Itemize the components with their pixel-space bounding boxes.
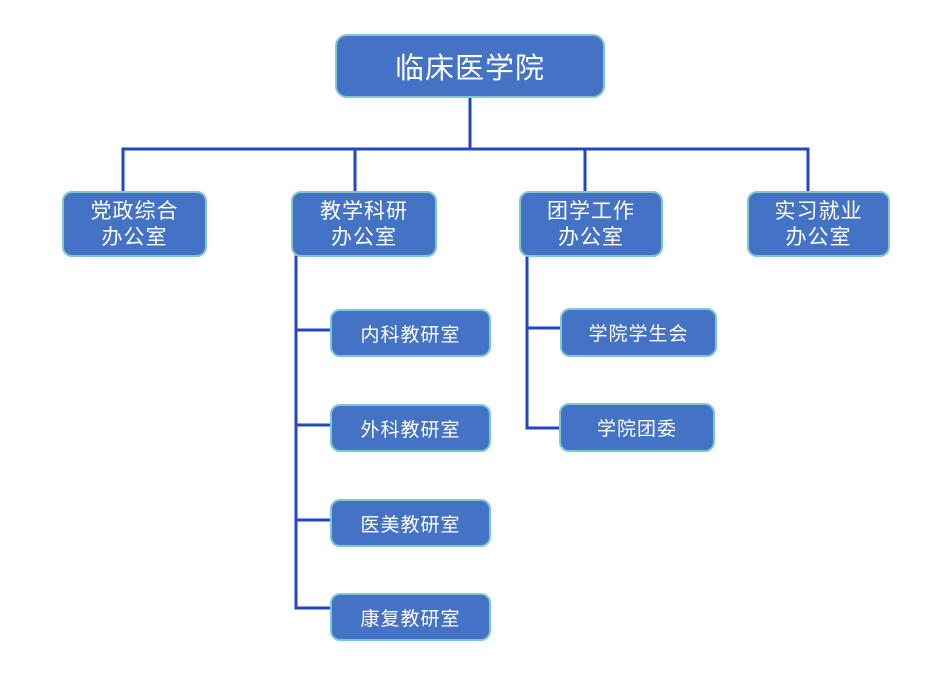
node-internal-medicine-dept[interactable]: 内科教研室 (330, 309, 491, 357)
node-league-student-office[interactable]: 团学工作 办公室 (519, 191, 663, 257)
node-surgery-dept[interactable]: 外科教研室 (330, 404, 491, 452)
node-clinical-medical-college[interactable]: 临床医学院 (335, 34, 605, 98)
node-medical-aesthetics-dept[interactable]: 医美教研室 (330, 499, 491, 547)
node-party-admin-office[interactable]: 党政综合 办公室 (62, 191, 207, 257)
node-student-union[interactable]: 学院学生会 (560, 308, 717, 357)
node-teaching-research-office[interactable]: 教学科研 办公室 (291, 191, 437, 257)
node-rehabilitation-dept[interactable]: 康复教研室 (330, 593, 491, 641)
node-youth-league-committee[interactable]: 学院团委 (559, 403, 715, 452)
node-internship-employment-office[interactable]: 实习就业 办公室 (747, 191, 890, 257)
